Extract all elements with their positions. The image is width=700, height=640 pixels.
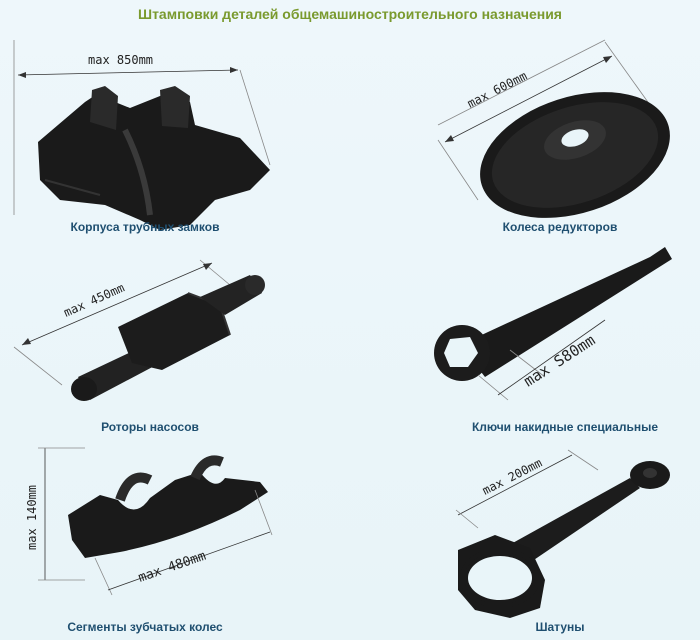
item-ring-spanner: max S80mm Ключи накидные специальные [350, 235, 700, 435]
item-reducer-wheel: max 600mm Колеса редукторов [350, 30, 700, 235]
caption: Роторы насосов [101, 420, 199, 434]
reducer-wheel-illustration: max 600mm [437, 39, 670, 218]
pump-rotor-illustration: max 450mm [13, 259, 265, 401]
dimension-label: max 200mm [480, 456, 544, 498]
dimension-label: max 600mm [465, 69, 529, 111]
dimension-label-length: max 480mm [136, 549, 208, 586]
item-pump-rotor: max 450mm Роторы насосов [0, 245, 350, 440]
item-tube-lock-housing: max 850mm Корпуса трубных замков [0, 30, 350, 235]
item-gear-segment: max 140mm max 480mm Сегменты зубчатых ко… [0, 440, 350, 640]
page-title: Штамповки деталей общемашиностроительног… [138, 6, 562, 22]
tube-lock-housing-illustration: max 850mm [13, 40, 271, 230]
connecting-rod-illustration: max 200mm [455, 449, 670, 618]
caption: Корпуса трубных замков [70, 220, 220, 234]
caption: Колеса редукторов [502, 220, 618, 234]
item-connecting-rod: max 200mm Шатуны [350, 440, 700, 640]
dimension-label-height: max 140mm [25, 485, 39, 550]
caption: Ключи накидные специальные [471, 420, 659, 434]
caption: Сегменты зубчатых колес [67, 620, 223, 634]
gear-segment-illustration: max 140mm max 480mm [25, 447, 273, 596]
caption: Шатуны [535, 620, 585, 634]
dimension-label: max 850mm [88, 53, 153, 67]
ring-spanner-illustration: max S80mm [434, 247, 672, 401]
